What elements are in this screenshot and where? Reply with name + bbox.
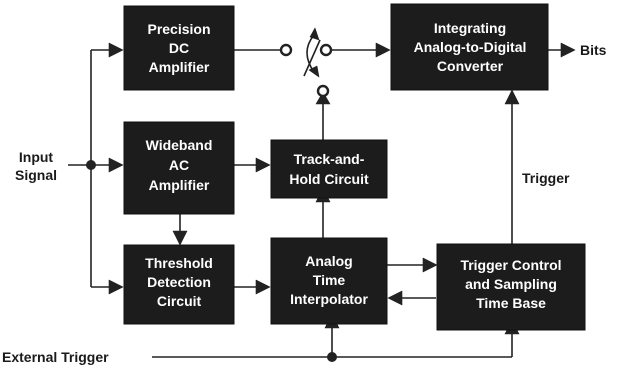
block-integrating-adc: Integrating Analog-to-Digital Converter [390,3,549,91]
arrowhead-bits [560,42,576,58]
block-precision-dc-amplifier: Precision DC Amplifier [123,5,235,91]
mode-switch [279,27,333,98]
block-wideband-ac-amplifier: Wideband AC Amplifier [123,121,235,215]
input-signal-label-line-1: Input [19,149,54,165]
switch-arc-arrow-top [309,27,320,41]
arrowhead-wideband-to-threshold [172,230,188,246]
external-trigger-label: External Trigger [2,349,109,365]
arrowhead-adc [375,42,391,58]
switch-blade [303,39,321,77]
arrowhead-threshold [108,279,124,295]
wideband-ac-line-3: Amplifier [149,177,210,193]
interpolator-line-2: Time [313,272,346,288]
block-trigger-control-time-base: Trigger Control and Sampling Time Base [436,243,586,331]
block-analog-time-interpolator: Analog Time Interpolator [270,237,388,325]
trigger-control-line-3: Time Base [476,295,546,311]
trigger-label: Trigger [522,170,570,186]
arrowhead-wideband-ac [108,157,124,173]
trigger-control-line-2: and Sampling [465,276,557,292]
switch-terminal-output [319,43,333,57]
arrowhead-switch-lower [315,91,331,105]
arrowhead-trigger-control [422,257,438,273]
precision-dc-line-1: Precision [147,21,210,37]
arrowhead-track-hold [255,157,271,173]
threshold-line-2: Detection [147,274,211,290]
block-threshold-detection: Threshold Detection Circuit [123,244,235,325]
interpolator-line-1: Analog [305,253,352,269]
track-hold-line-2: Hold Circuit [289,171,369,187]
arrowhead-precision-dc [108,42,124,58]
input-junction-dot [86,160,96,170]
adc-line-1: Integrating [434,20,506,36]
adc-line-3: Converter [437,58,504,74]
wideband-ac-line-2: AC [169,157,189,173]
arrowhead-interpolator [255,279,271,295]
trigger-control-line-1: Trigger Control [460,257,561,273]
wideband-ac-line-1: Wideband [146,137,213,153]
adc-line-2: Analog-to-Digital [414,39,527,55]
block-track-and-hold: Track-and- Hold Circuit [270,139,388,199]
track-hold-line-1: Track-and- [294,151,365,167]
threshold-line-3: Circuit [157,293,202,309]
bits-label: Bits [580,42,607,58]
switch-arc-arrow-bottom [308,65,320,78]
interpolator-line-3: Interpolator [290,291,368,307]
external-trigger-junction-dot [327,352,337,362]
arrowhead-interpolator-feedback [387,290,403,306]
precision-dc-line-2: DC [169,40,189,56]
precision-dc-line-3: Amplifier [149,59,210,75]
arrowhead-adc-trigger [504,89,520,105]
switch-terminal-dc [279,43,293,57]
threshold-line-1: Threshold [145,255,213,271]
input-signal-label-line-2: Signal [15,167,57,183]
switch-terminal-track-hold [316,84,330,98]
